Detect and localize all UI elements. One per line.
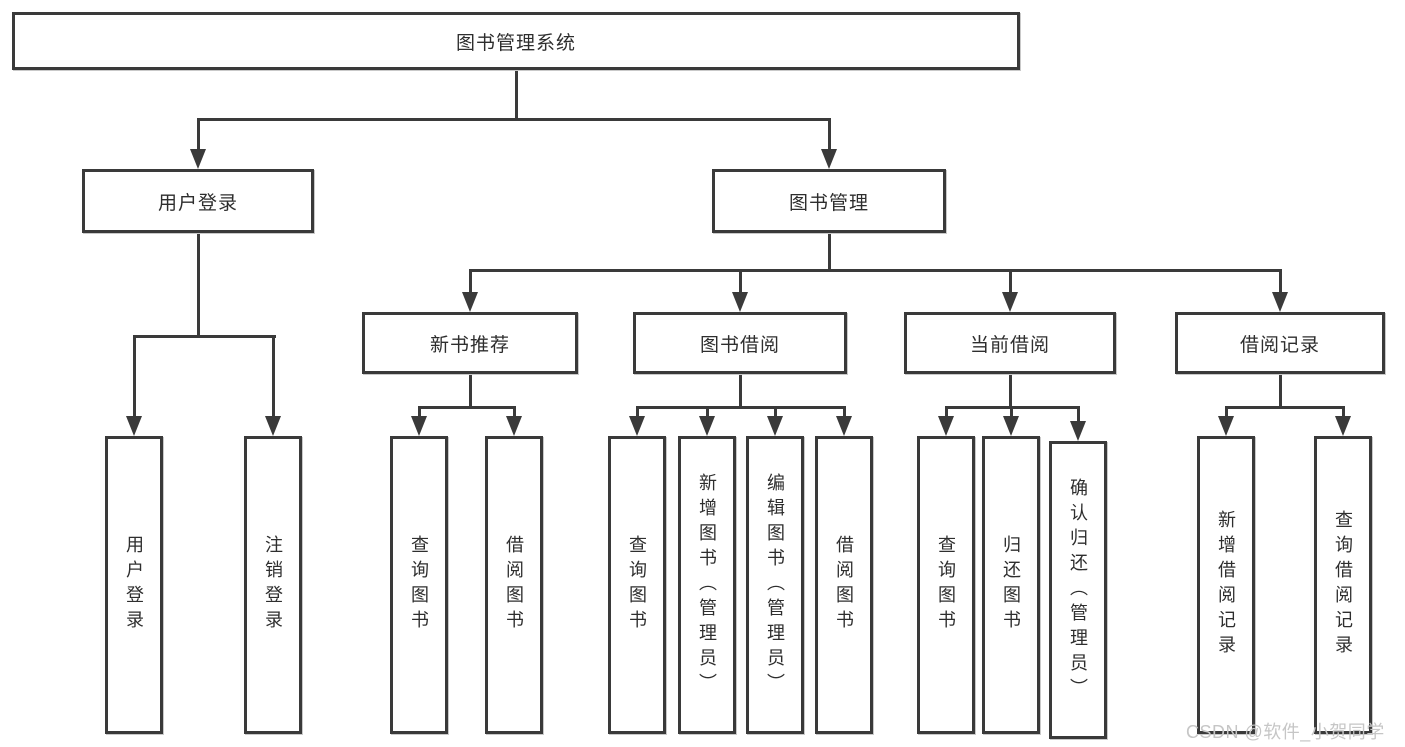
arrow-down-icon <box>732 292 748 312</box>
arrow-down-icon <box>821 149 837 169</box>
arrow-down-icon <box>1272 292 1288 312</box>
connector-line <box>417 406 516 409</box>
arrow-down-icon <box>265 416 281 436</box>
connector-line <box>705 406 709 418</box>
leaf-return-books-label: 归还图书 <box>1001 535 1021 635</box>
leaf-user-login-label: 用户登录 <box>124 535 144 635</box>
connector-line <box>271 335 275 418</box>
arrow-down-icon <box>126 416 142 436</box>
node-book-borrowing: 图书借阅 <box>633 312 847 374</box>
leaf-query-borrow-record-label: 查询借阅记录 <box>1333 510 1353 660</box>
leaf-borrow-books: 借阅图书 <box>815 436 873 734</box>
connector-line <box>196 118 831 121</box>
connector-line <box>1224 406 1228 418</box>
connector-line <box>773 406 777 418</box>
arrow-down-icon <box>767 416 783 436</box>
node-current-borrowing: 当前借阅 <box>904 312 1116 374</box>
node-user-login: 用户登录 <box>82 169 314 233</box>
connector-line <box>1008 374 1012 406</box>
arrow-down-icon <box>629 416 645 436</box>
leaf-confirm-return-admin-label: 确认归还（管理员） <box>1068 477 1088 703</box>
arrow-down-icon <box>411 416 427 436</box>
connector-line <box>512 406 516 418</box>
leaf-query-borrow-record: 查询借阅记录 <box>1314 436 1372 734</box>
connector-line <box>1278 269 1282 294</box>
connector-line <box>944 406 948 418</box>
connector-line <box>1278 374 1282 406</box>
leaf-recommend-query-books-label: 查询图书 <box>409 535 429 635</box>
node-user-login-label: 用户登录 <box>157 192 238 214</box>
leaf-confirm-return-admin: 确认归还（管理员） <box>1049 441 1107 739</box>
leaf-recommend-borrow-books: 借阅图书 <box>485 436 543 734</box>
connector-line <box>468 269 1282 272</box>
leaf-add-borrow-record: 新增借阅记录 <box>1197 436 1255 734</box>
connector-line <box>417 406 421 418</box>
leaf-recommend-query-books: 查询图书 <box>390 436 448 734</box>
connector-line <box>635 406 846 409</box>
leaf-edit-books-admin: 编辑图书（管理员） <box>746 436 804 734</box>
node-book-management-label: 图书管理 <box>788 192 869 214</box>
connector-line <box>514 70 518 118</box>
node-borrowing-records-label: 借阅记录 <box>1239 334 1320 356</box>
arrow-down-icon <box>506 416 522 436</box>
connector-line <box>196 233 200 335</box>
leaf-return-books: 归还图书 <box>982 436 1040 734</box>
node-root-label: 图书管理系统 <box>455 32 576 54</box>
leaf-borrow-query-books: 查询图书 <box>608 436 666 734</box>
leaf-logout: 注销登录 <box>244 436 302 734</box>
connector-line <box>738 269 742 294</box>
arrow-down-icon <box>699 416 715 436</box>
arrow-down-icon <box>462 292 478 312</box>
arrow-down-icon <box>190 149 206 169</box>
leaf-add-borrow-record-label: 新增借阅记录 <box>1216 510 1236 660</box>
node-book-borrowing-label: 图书借阅 <box>699 334 780 356</box>
node-book-management: 图书管理 <box>712 169 946 233</box>
arrow-down-icon <box>1218 416 1234 436</box>
arrow-down-icon <box>938 416 954 436</box>
connector-line <box>1009 406 1013 418</box>
connector-line <box>132 335 276 338</box>
leaf-borrow-books-label: 借阅图书 <box>834 535 854 635</box>
connector-line <box>738 374 742 406</box>
arrow-down-icon <box>1003 416 1019 436</box>
csdn-watermark: CSDN @软件_小贺同学 <box>1186 722 1385 742</box>
connector-line <box>1008 269 1012 294</box>
leaf-current-query-books-label: 查询图书 <box>936 535 956 635</box>
connector-line <box>468 374 472 406</box>
leaf-recommend-borrow-books-label: 借阅图书 <box>504 535 524 635</box>
connector-line <box>827 118 831 150</box>
leaf-borrow-query-books-label: 查询图书 <box>627 535 647 635</box>
node-new-book-recommendation: 新书推荐 <box>362 312 578 374</box>
leaf-user-login: 用户登录 <box>105 436 163 734</box>
connector-line <box>132 335 136 418</box>
connector-line <box>1076 406 1080 423</box>
node-borrowing-records: 借阅记录 <box>1175 312 1385 374</box>
connector-line <box>635 406 639 418</box>
leaf-current-query-books: 查询图书 <box>917 436 975 734</box>
leaf-add-books-admin: 新增图书（管理员） <box>678 436 736 734</box>
connector-line <box>196 118 200 150</box>
node-current-borrowing-label: 当前借阅 <box>969 334 1050 356</box>
leaf-add-books-admin-label: 新增图书（管理员） <box>697 472 717 698</box>
leaf-logout-label: 注销登录 <box>263 535 283 635</box>
connector-line <box>1224 406 1345 409</box>
leaf-edit-books-admin-label: 编辑图书（管理员） <box>765 472 785 698</box>
node-root: 图书管理系统 <box>12 12 1020 70</box>
connector-line <box>827 233 831 269</box>
arrow-down-icon <box>1335 416 1351 436</box>
node-new-book-recommendation-label: 新书推荐 <box>429 334 510 356</box>
connector-line <box>468 269 472 294</box>
arrow-down-icon <box>1070 421 1086 441</box>
arrow-down-icon <box>836 416 852 436</box>
connector-line <box>842 406 846 418</box>
arrow-down-icon <box>1002 292 1018 312</box>
connector-line <box>1341 406 1345 418</box>
